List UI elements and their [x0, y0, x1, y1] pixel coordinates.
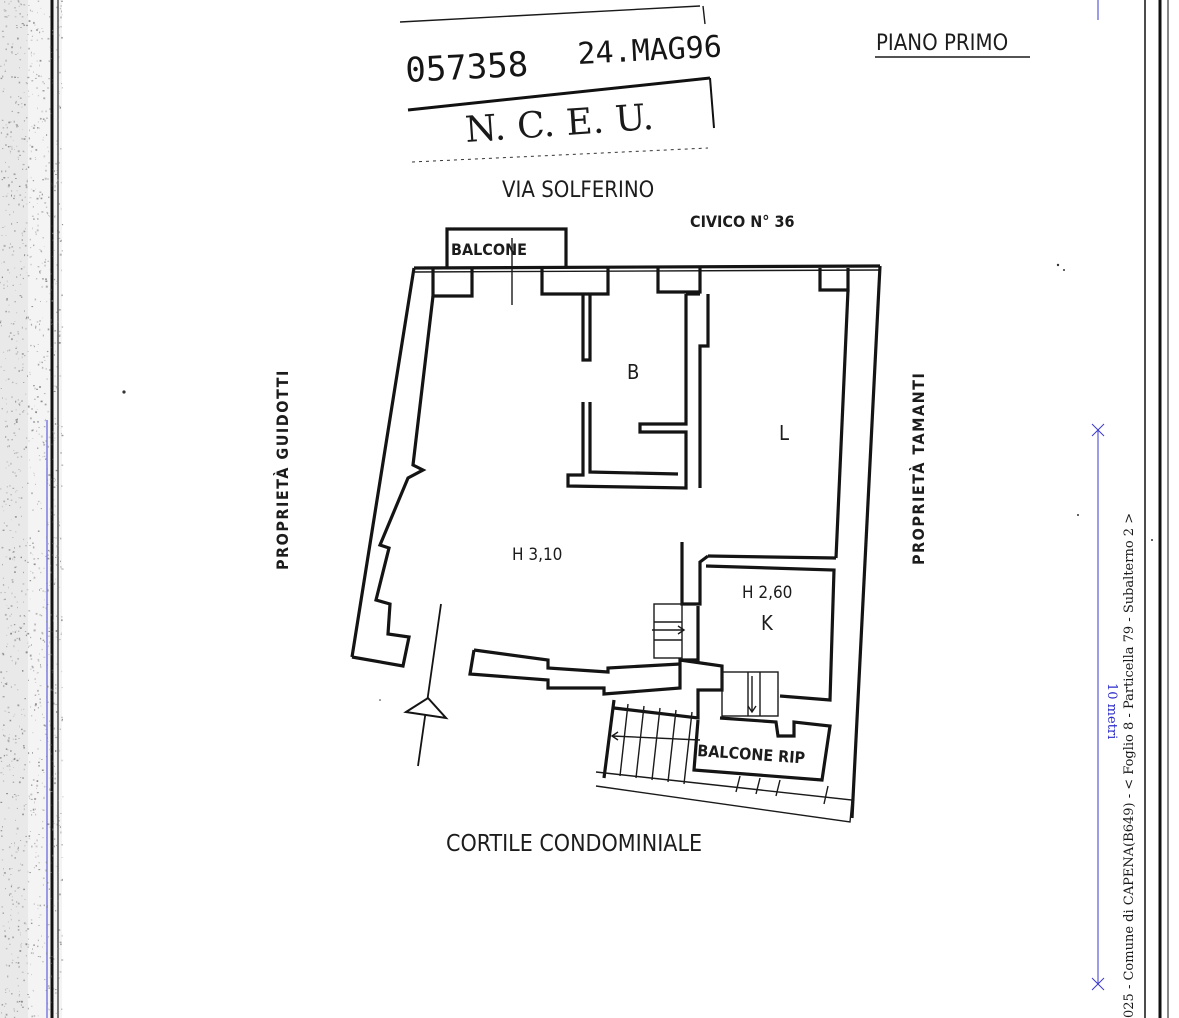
neighbor-left-label: PROPRIETÀ GUIDOTTI: [273, 369, 292, 570]
height-main-label: H 3,10: [512, 545, 562, 565]
balcony-rip-label: BALCONE RIP: [697, 741, 806, 767]
scale-label: 10 metri: [1104, 683, 1119, 739]
room-kitchen: [680, 542, 837, 702]
street-label: VIA SOLFERINO: [502, 178, 654, 203]
stamp-registry: N. C. E. U.: [464, 97, 655, 151]
balcony-rear: [692, 716, 832, 782]
scan-binding-strip: [0, 0, 64, 1018]
neighbor-right-label: PROPRIETÀ TAMANTI: [909, 372, 928, 565]
stamp-protocol-number: 057358: [404, 45, 529, 91]
north-arrow-icon: [403, 603, 449, 767]
room-bathroom: [566, 294, 710, 490]
side-caption: 025 - Comune di CAPENA(B649) - < Foglio …: [1122, 513, 1137, 1018]
floor-plan: B L H 3,10 H 2,60 K BALCONE BALCONE RIP: [350, 227, 882, 823]
room-label-k: K: [761, 611, 774, 635]
floor-label: PIANO PRIMO: [876, 31, 1008, 56]
courtyard-label: CORTILE CONDOMINIALE: [446, 831, 702, 857]
stairs-internal: [652, 603, 779, 717]
room-label-l: L: [779, 421, 789, 445]
stamp-date: 24.MAG96: [577, 29, 723, 72]
stairs-external: [595, 699, 853, 823]
room-label-b: B: [627, 360, 639, 384]
floor-title: PIANO PRIMO: [875, 31, 1030, 58]
page-border-right: [1097, 0, 1169, 1018]
balcony-label: BALCONE: [451, 240, 527, 259]
scan-specks: [122, 263, 1153, 701]
side-annotation: 10 metri 025 - Comune di CAPENA(B649) - …: [1091, 423, 1137, 1018]
civic-number-label: CIVICO N° 36: [690, 212, 795, 231]
facade-wall: [350, 264, 881, 658]
height-kitchen-label: H 2,60: [742, 583, 792, 603]
registry-stamp: 057358 24.MAG96 N. C. E. U.: [399, 5, 723, 163]
